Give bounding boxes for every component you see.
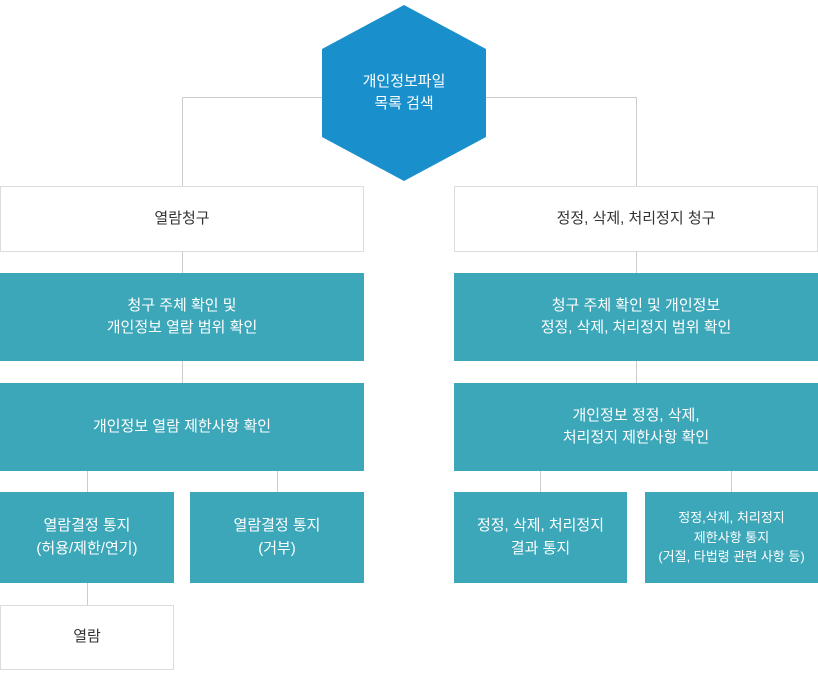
right-header-label: 정정, 삭제, 처리정지 청구 bbox=[556, 209, 716, 227]
left-outcome2-box: 열람결정 통지 (거부) bbox=[190, 492, 364, 583]
right-outcome1-label: 정정, 삭제, 처리정지 결과 통지 bbox=[476, 517, 605, 557]
connector-line bbox=[636, 252, 637, 273]
left-header-label: 열람청구 bbox=[154, 209, 210, 227]
root-node-label: 개인정보파일 목록 검색 bbox=[362, 72, 446, 113]
connector-line bbox=[87, 471, 88, 492]
connector-line bbox=[182, 361, 183, 383]
right-outcome2-label: 정정,삭제, 처리정지 제한사항 통지 (거절, 타법령 관련 사항 등) bbox=[658, 510, 805, 565]
left-step1-box: 청구 주체 확인 및 개인정보 열람 범위 확인 bbox=[0, 273, 364, 361]
left-final-label: 열람 bbox=[73, 628, 101, 646]
left-outcome2-label: 열람결정 통지 (거부) bbox=[233, 517, 321, 557]
left-final-box: 열람 bbox=[0, 605, 174, 670]
connector-line bbox=[182, 252, 183, 273]
left-outcome1-label: 열람결정 통지 (허용/제한/연기) bbox=[36, 517, 138, 557]
left-header-box: 열람청구 bbox=[0, 186, 364, 252]
right-step2-box: 개인정보 정정, 삭제, 처리정지 제한사항 확인 bbox=[454, 383, 818, 471]
right-outcome2-box: 정정,삭제, 처리정지 제한사항 통지 (거절, 타법령 관련 사항 등) bbox=[645, 492, 818, 583]
left-step2-box: 개인정보 열람 제한사항 확인 bbox=[0, 383, 364, 471]
right-outcome1-box: 정정, 삭제, 처리정지 결과 통지 bbox=[454, 492, 627, 583]
right-step1-box: 청구 주체 확인 및 개인정보 정정, 삭제, 처리정지 범위 확인 bbox=[454, 273, 818, 361]
connector-line bbox=[636, 97, 637, 186]
left-step2-label: 개인정보 열람 제한사항 확인 bbox=[92, 417, 272, 435]
connector-line bbox=[182, 97, 183, 186]
connector-line bbox=[87, 583, 88, 605]
connector-line bbox=[540, 471, 541, 492]
connector-line bbox=[277, 471, 278, 492]
connector-line bbox=[731, 471, 732, 492]
root-node-hexagon: 개인정보파일 목록 검색 bbox=[322, 5, 486, 181]
left-step1-label: 청구 주체 확인 및 개인정보 열람 범위 확인 bbox=[106, 296, 258, 337]
right-step2-label: 개인정보 정정, 삭제, 처리정지 제한사항 확인 bbox=[562, 406, 710, 447]
right-step1-label: 청구 주체 확인 및 개인정보 정정, 삭제, 처리정지 범위 확인 bbox=[540, 296, 732, 337]
right-header-box: 정정, 삭제, 처리정지 청구 bbox=[454, 186, 818, 252]
left-outcome1-box: 열람결정 통지 (허용/제한/연기) bbox=[0, 492, 174, 583]
connector-line bbox=[636, 361, 637, 383]
